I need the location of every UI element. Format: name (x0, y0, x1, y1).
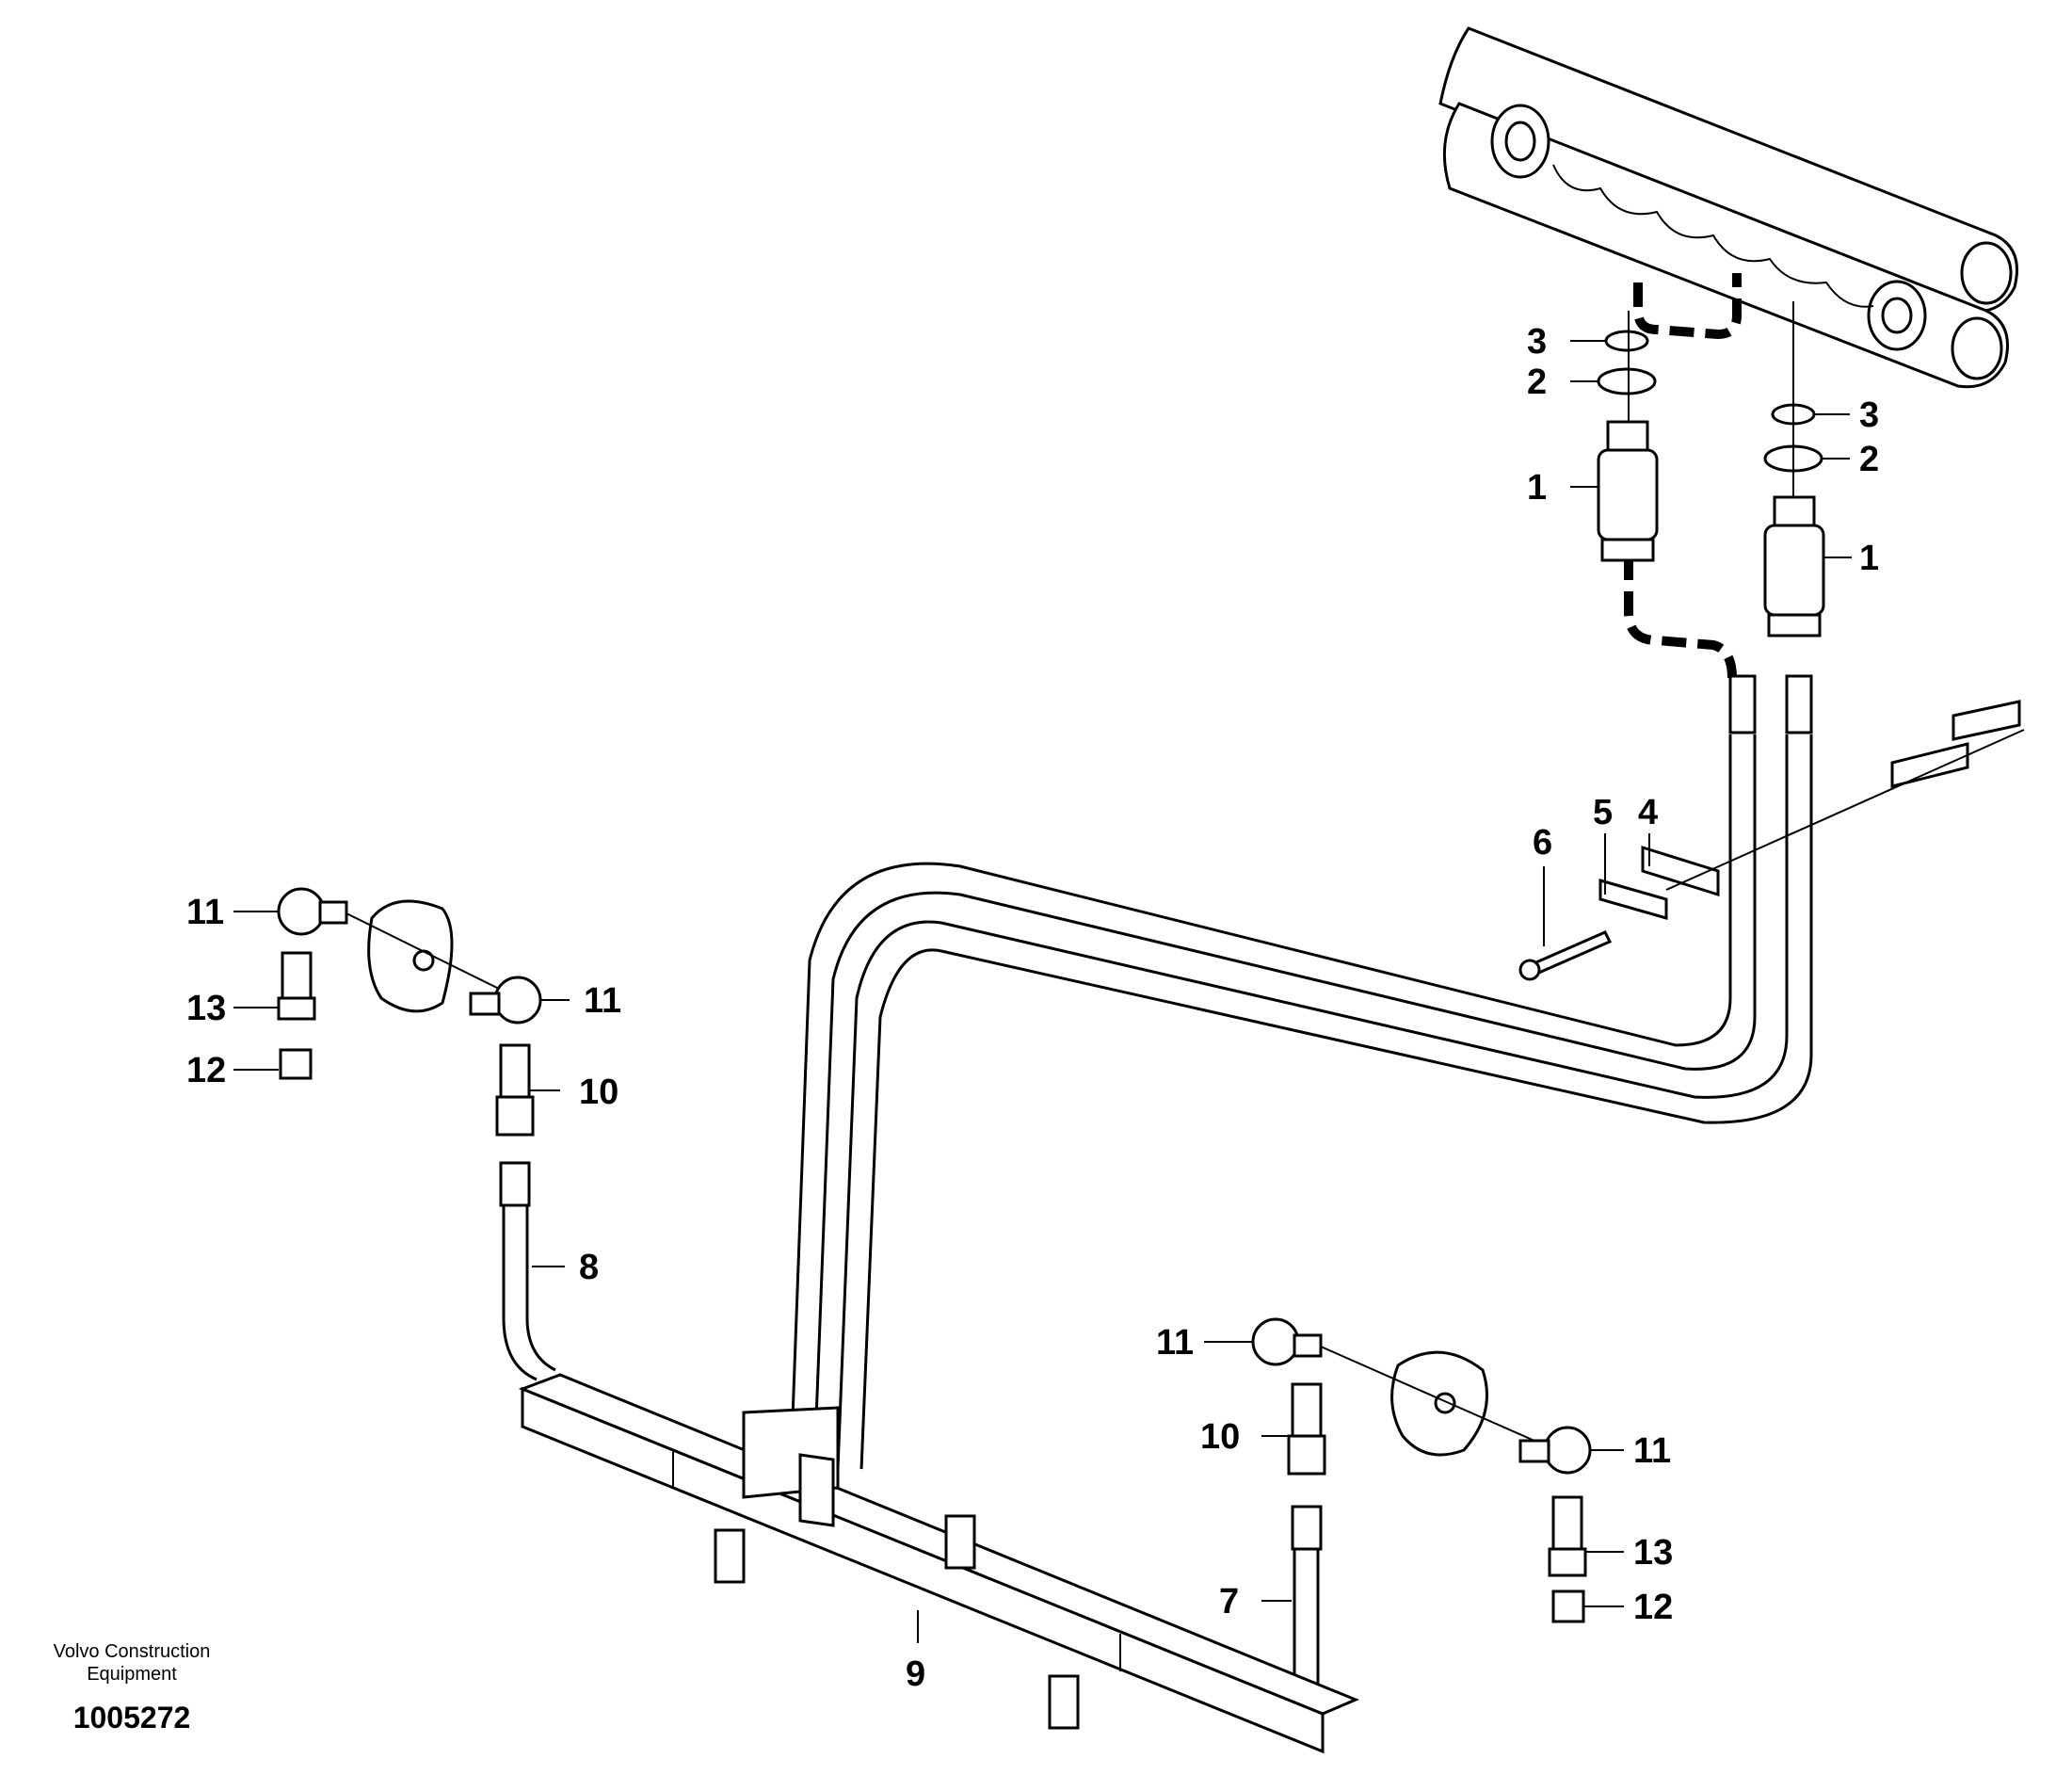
leader-lines (233, 340, 1852, 1643)
callout-5: 5 (1593, 793, 1613, 832)
callout-11-top-right: 11 (584, 981, 621, 1021)
callout-labels: 1 1 2 2 3 3 4 5 6 7 8 9 10 10 11 11 11 1… (186, 322, 1879, 1694)
callout-10-left: 10 (579, 1073, 618, 1112)
callout-11-bottom-left: 11 (1156, 1323, 1194, 1363)
callout-8: 8 (579, 1248, 599, 1287)
callout-11-top-left: 11 (186, 893, 224, 932)
clamp-assembly (1518, 700, 2025, 981)
manifold (1438, 26, 2018, 389)
callout-1-right: 1 (1859, 539, 1879, 578)
brand-caption: Volvo Construction Equipment (28, 1640, 235, 1686)
callout-3-left: 3 (1527, 322, 1547, 362)
callout-2-left: 2 (1527, 363, 1547, 402)
brand-line-1: Volvo Construction (53, 1641, 211, 1662)
main-hoses (789, 674, 1813, 1470)
callout-6: 6 (1533, 823, 1552, 863)
right-connector-group (1251, 1317, 1592, 1730)
tube-holder-bar (518, 1373, 1359, 1754)
couplings (1597, 420, 1825, 637)
callout-3-right: 3 (1859, 395, 1879, 435)
callout-2-right: 2 (1859, 440, 1879, 479)
callout-12-right: 12 (1633, 1588, 1673, 1627)
callout-11-bottom-right: 11 (1633, 1431, 1671, 1471)
callout-13-right: 13 (1633, 1533, 1673, 1573)
callout-7: 7 (1219, 1582, 1239, 1622)
callout-1-left: 1 (1527, 468, 1547, 508)
callout-12-left: 12 (186, 1051, 226, 1090)
callout-9: 9 (906, 1654, 925, 1694)
callout-10-right: 10 (1200, 1417, 1240, 1457)
callout-13-left: 13 (186, 989, 226, 1028)
left-connector-group (277, 887, 556, 1381)
brand-line-2: Equipment (87, 1664, 177, 1685)
document-number: 1005272 (72, 1701, 191, 1735)
callout-4: 4 (1638, 793, 1658, 832)
